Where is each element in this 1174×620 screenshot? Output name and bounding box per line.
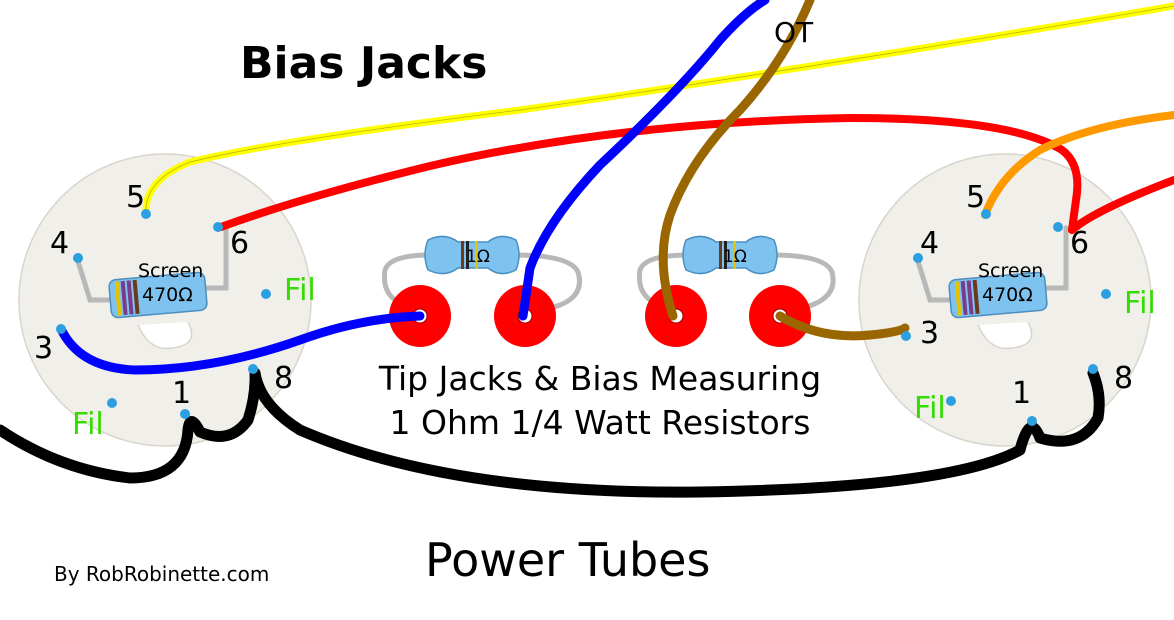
right-screen-resistor-name: Screen bbox=[978, 260, 1043, 282]
left-pin-4-label: 4 bbox=[50, 226, 69, 261]
center-caption-line-2: 1 Ohm 1/4 Watt Resistors bbox=[390, 403, 811, 442]
left-screen-resistor bbox=[74, 225, 229, 319]
left-pin-8-label: 8 bbox=[274, 361, 293, 396]
right-screen-resistor-value: 470Ω bbox=[982, 284, 1033, 306]
left-screen-resistor-value: 470Ω bbox=[142, 284, 193, 306]
left-bias-resistor bbox=[382, 235, 582, 319]
right-bias-resistor bbox=[637, 235, 836, 319]
right-pin-4-label: 4 bbox=[920, 226, 939, 261]
left-pin-5-label: 5 bbox=[126, 180, 145, 215]
yellow-wire-outline bbox=[145, 5, 1174, 213]
left-screen-resistor-name: Screen bbox=[138, 260, 203, 282]
black-wire-heater bbox=[0, 367, 1105, 498]
left-bias-resistor-value: 1Ω bbox=[466, 247, 490, 267]
right-fil-lower-label: Fil bbox=[914, 391, 946, 426]
yellow-wire bbox=[142, 2, 1174, 216]
right-pin-5-label: 5 bbox=[966, 180, 985, 215]
left-pin-3-label: 3 bbox=[34, 331, 53, 366]
right-pin-1-label: 1 bbox=[1012, 376, 1031, 411]
red-wire-right-branch bbox=[1068, 176, 1174, 234]
right-pin-3-label: 3 bbox=[920, 316, 939, 351]
right-screen-resistor bbox=[914, 225, 1069, 319]
orange-wire bbox=[981, 111, 1174, 219]
left-fil-lower-label: Fil bbox=[72, 407, 104, 442]
right-bias-resistor-value: 1Ω bbox=[723, 247, 747, 267]
left-socket-pins bbox=[56, 209, 271, 419]
blue-wire-pin3 bbox=[56, 311, 425, 375]
page-title: Bias Jacks bbox=[240, 38, 487, 89]
right-socket-pins bbox=[901, 209, 1111, 426]
brown-wire-pin3 bbox=[775, 311, 910, 341]
left-fil-upper-label: Fil bbox=[284, 273, 316, 308]
power-tubes-label: Power Tubes bbox=[425, 533, 710, 587]
right-pin-6-label: 6 bbox=[1070, 226, 1089, 261]
brown-wire-ot bbox=[658, 0, 815, 321]
blue-wire-ot bbox=[518, 0, 770, 321]
center-caption-line-1: Tip Jacks & Bias Measuring bbox=[378, 359, 821, 398]
right-pin-8-label: 8 bbox=[1114, 361, 1133, 396]
red-wire bbox=[217, 114, 1082, 234]
left-pin-6-label: 6 bbox=[230, 226, 249, 261]
ot-label: OT bbox=[774, 16, 814, 49]
right-fil-upper-label: Fil bbox=[1124, 286, 1156, 321]
credit-label: By RobRobinette.com bbox=[54, 562, 269, 586]
left-pin-1-label: 1 bbox=[172, 376, 191, 411]
